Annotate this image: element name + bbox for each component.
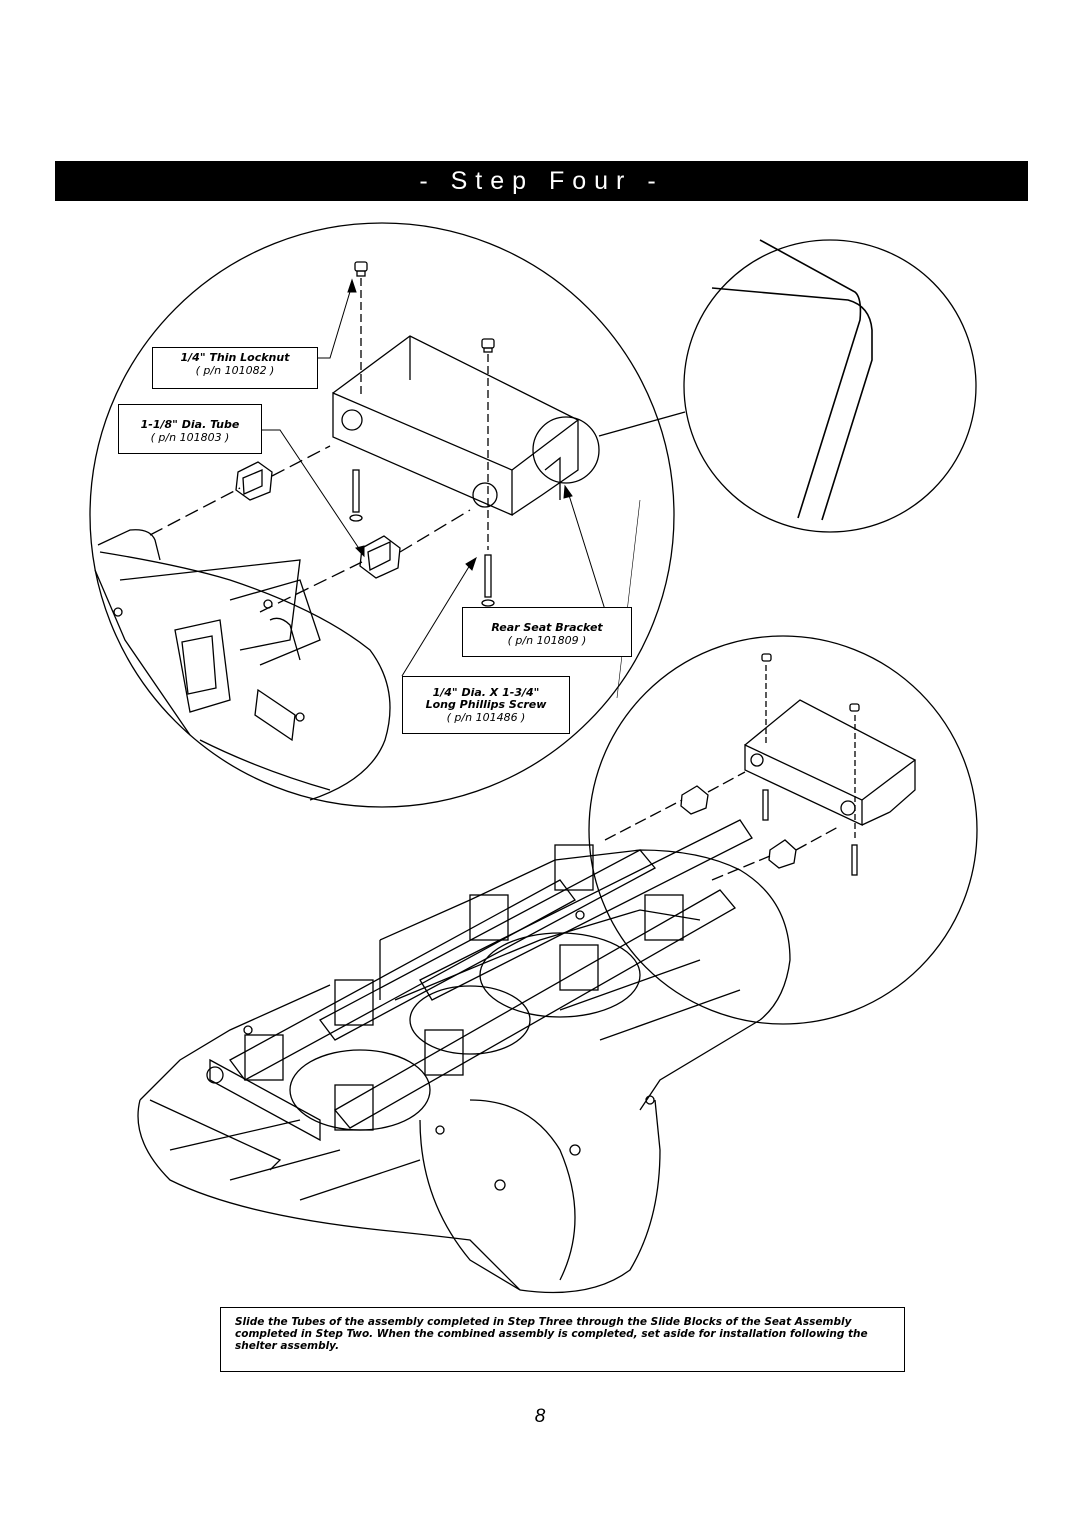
locknut-part-2 bbox=[481, 338, 495, 353]
callout-screw-pn: ( p/n 101486 ) bbox=[446, 711, 526, 724]
zoom-indicator-circle bbox=[532, 416, 600, 484]
slide-block-a bbox=[244, 1034, 284, 1081]
secondary-slide-blocks bbox=[680, 785, 797, 869]
slide-block-d bbox=[334, 1084, 374, 1131]
detail-circle-secondary bbox=[588, 635, 978, 1025]
slide-block-upper bbox=[235, 461, 273, 501]
detail-circle-main bbox=[89, 222, 675, 808]
divider-line bbox=[616, 499, 641, 699]
secondary-tube-axis-2 bbox=[711, 855, 771, 881]
slide-block-lower bbox=[359, 535, 401, 579]
callout-bracket: Rear Seat Bracket ( p/n 101809 ) bbox=[462, 607, 632, 657]
secondary-tube-axis-1b bbox=[707, 771, 746, 793]
zoom-leader-line bbox=[598, 411, 686, 437]
tube-axis-line-lower-2 bbox=[399, 509, 471, 553]
slide-block-b bbox=[334, 979, 374, 1026]
callout-screw-name-2: Long Phillips Screw bbox=[425, 698, 547, 711]
step-title-bar: - Step Four - bbox=[55, 161, 1028, 201]
callout-bracket-name: Rear Seat Bracket bbox=[491, 621, 603, 634]
secondary-locknuts bbox=[761, 653, 860, 712]
slide-block-c bbox=[424, 1029, 464, 1076]
secondary-tube-axis-2b bbox=[795, 825, 841, 851]
slide-block-g bbox=[559, 944, 599, 991]
screw-part-right bbox=[481, 554, 495, 607]
zoomed-bracket-edge bbox=[711, 239, 873, 521]
rear-seat-bracket bbox=[332, 335, 580, 516]
callout-leaders bbox=[262, 278, 632, 677]
callout-bracket-pn: ( p/n 101809 ) bbox=[507, 634, 587, 647]
slide-block-h bbox=[644, 894, 684, 941]
secondary-tube-axis-1 bbox=[604, 799, 683, 841]
full-seat-assembly bbox=[137, 819, 791, 1294]
step-title: - Step Four - bbox=[419, 166, 664, 195]
screw-part-left bbox=[349, 469, 363, 522]
callout-screw-name-1: 1/4" Dia. X 1-3/4" bbox=[432, 686, 540, 699]
callout-tube-pn: ( p/n 101803 ) bbox=[150, 431, 230, 444]
slide-block-e bbox=[469, 894, 509, 941]
instruction-text: Slide the Tubes of the assembly complete… bbox=[235, 1316, 868, 1352]
instruction-box: Slide the Tubes of the assembly complete… bbox=[220, 1307, 905, 1372]
callout-locknut-name: 1/4" Thin Locknut bbox=[180, 351, 290, 364]
page-number: 8 bbox=[534, 1406, 546, 1427]
callout-locknut: 1/4" Thin Locknut ( p/n 101082 ) bbox=[152, 347, 318, 389]
locknut-part bbox=[354, 261, 368, 277]
zoom-detail-circle bbox=[683, 239, 977, 533]
secondary-bracket bbox=[744, 699, 917, 827]
callout-tube-name: 1-1/8" Dia. Tube bbox=[140, 418, 240, 431]
tube-axis-line-upper bbox=[149, 487, 241, 536]
seat-assembly-detail bbox=[94, 529, 391, 801]
slide-block-f bbox=[554, 844, 594, 891]
callout-locknut-pn: ( p/n 101082 ) bbox=[195, 364, 275, 377]
callout-tube: 1-1/8" Dia. Tube ( p/n 101803 ) bbox=[118, 404, 262, 454]
callout-screw: 1/4" Dia. X 1-3/4" Long Phillips Screw (… bbox=[402, 676, 570, 734]
secondary-screws bbox=[762, 789, 858, 876]
